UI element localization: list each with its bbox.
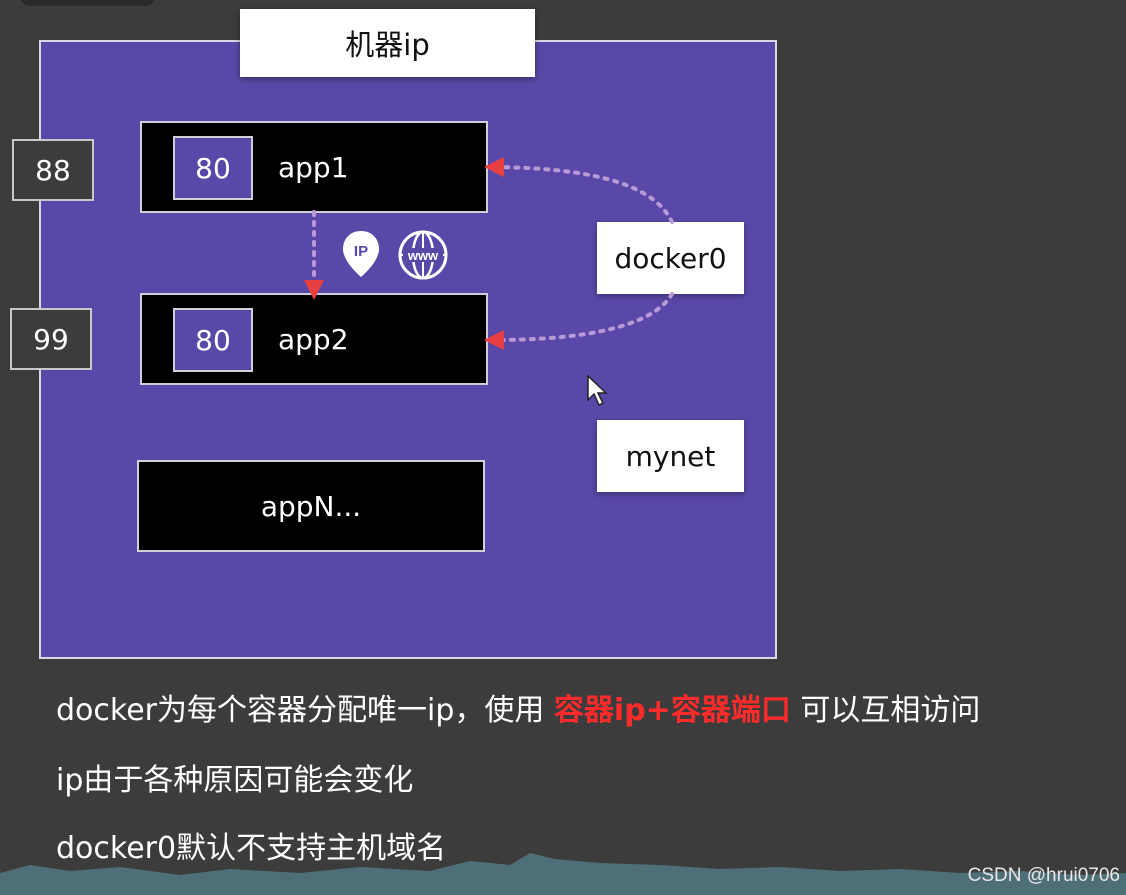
container-port-app1: 80 xyxy=(173,136,253,200)
container-label-app2: app2 xyxy=(278,322,349,356)
network-mynet: mynet xyxy=(597,420,744,492)
caption-line-1-highlight: 容器ip+容器端口 xyxy=(553,693,791,728)
mouse-cursor-icon xyxy=(587,374,608,407)
container-app2: 80 app2 xyxy=(140,293,488,385)
container-appn: appN... xyxy=(137,460,485,552)
caption-line-3: docker0默认不支持主机域名 xyxy=(56,831,447,866)
arrow-docker0-to-app2 xyxy=(484,292,674,350)
host-port-88: 88 xyxy=(12,139,94,201)
caption-line-2: ip由于各种原因可能会变化 xyxy=(56,763,414,798)
svg-text:IP: IP xyxy=(354,243,368,260)
network-docker0: docker0 xyxy=(597,222,744,294)
top-tab-edge xyxy=(20,0,155,6)
host-port-99: 99 xyxy=(10,308,92,370)
ip-location-icon: IP xyxy=(343,231,379,277)
container-label-appn: appN... xyxy=(260,489,362,523)
csdn-watermark: CSDN @hrui0706 xyxy=(967,865,1120,886)
svg-text:www: www xyxy=(407,248,439,263)
container-app1: 80 app1 xyxy=(140,121,488,213)
container-label-app1: app1 xyxy=(278,150,349,184)
caption-line-1-prefix: docker为每个容器分配唯一ip，使用 xyxy=(56,693,545,728)
arrow-docker0-to-app1 xyxy=(484,157,674,224)
host-title: 机器ip xyxy=(240,9,535,77)
www-globe-icon: www xyxy=(398,230,448,280)
caption-line-1-suffix: 可以互相访问 xyxy=(800,693,981,728)
landscape-silhouette xyxy=(0,853,1126,895)
container-port-app2: 80 xyxy=(173,308,253,372)
caption-line-1: docker为每个容器分配唯一ip，使用 容器ip+容器端口 可以互相访问 xyxy=(56,685,980,729)
